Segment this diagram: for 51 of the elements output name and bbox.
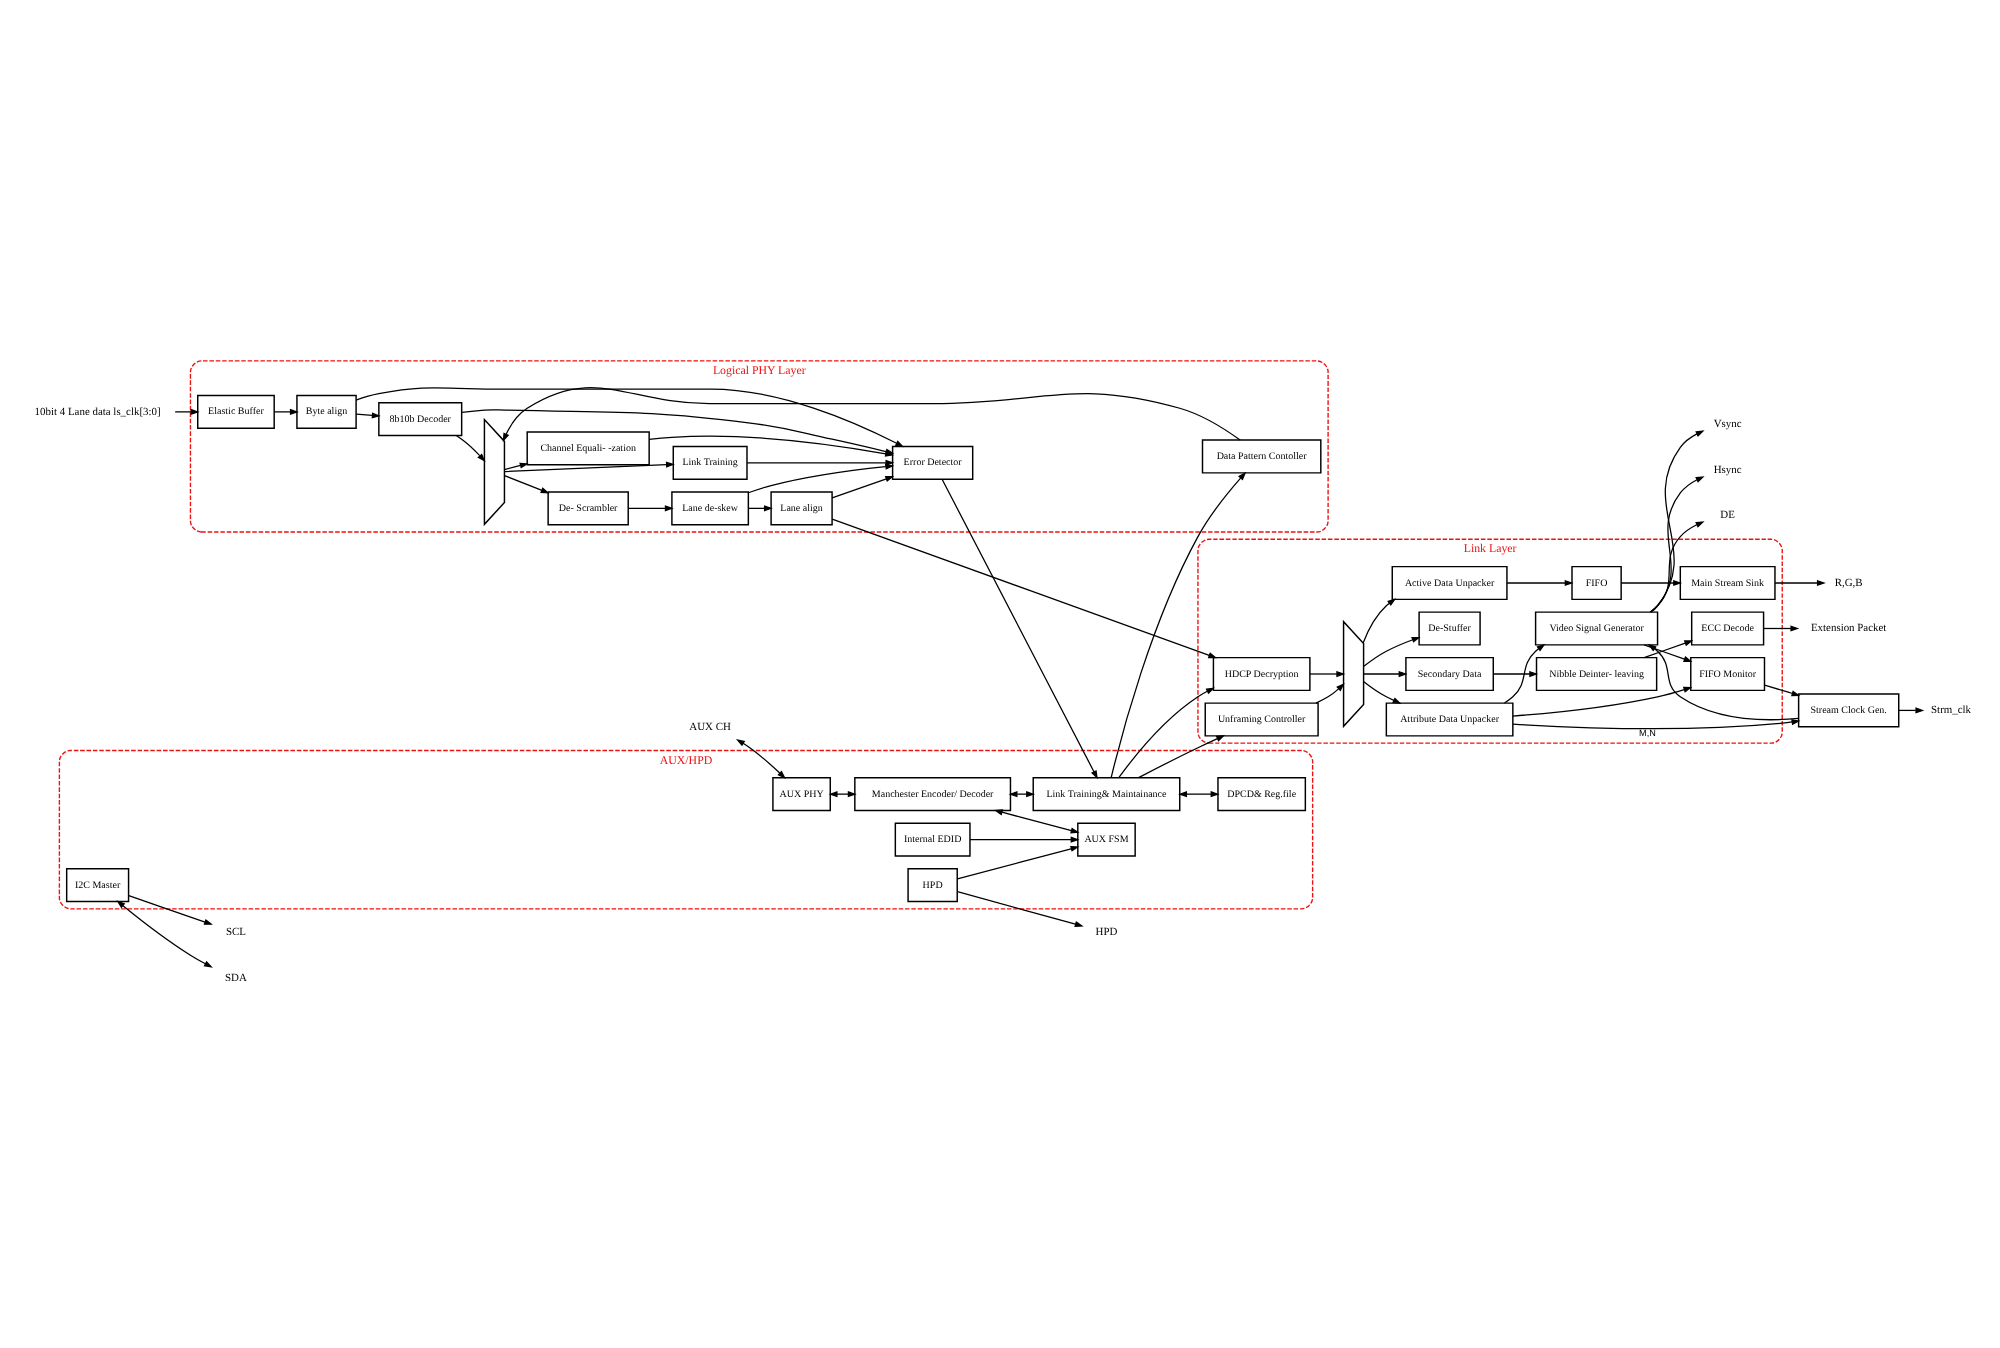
arrow: [1008, 791, 1036, 798]
arrow: [1309, 670, 1346, 678]
arrow: [502, 387, 1241, 442]
arrow: [1650, 430, 1705, 613]
arrow: [828, 791, 857, 798]
arrow: [1650, 476, 1705, 613]
arrow: [1138, 735, 1226, 779]
arrow: [1118, 687, 1215, 779]
arrow: [355, 412, 381, 419]
arrow: [1363, 670, 1408, 678]
node-trapezoid: [483, 417, 506, 527]
arrow: [747, 463, 895, 494]
arrow: [503, 474, 550, 494]
node-trapezoid: [1342, 619, 1365, 729]
arrow: [956, 891, 1084, 928]
arrow: [1763, 625, 1800, 632]
arrow: [1647, 643, 1800, 721]
arrow: [1643, 644, 1693, 662]
arrow: [273, 408, 299, 415]
arrow: [1110, 471, 1247, 779]
arrow: [969, 836, 1080, 843]
arrow: [128, 895, 213, 925]
arrow: [627, 505, 674, 512]
arrow: [1774, 579, 1826, 587]
arrow: [746, 459, 895, 466]
arrow: [503, 462, 529, 471]
arrow: [1506, 579, 1574, 587]
arrow: [1362, 598, 1397, 644]
arrow: [993, 809, 1080, 834]
arrow: [1363, 636, 1421, 667]
arrow: [831, 476, 895, 499]
arrow: [503, 461, 675, 473]
arrow: [1315, 683, 1345, 704]
arrow: [956, 845, 1080, 880]
arrow: [1649, 521, 1705, 613]
arrow: [1503, 643, 1546, 704]
arrow: [174, 408, 200, 415]
arrow: [1643, 640, 1694, 659]
arrow: [116, 900, 213, 968]
arrow: [1178, 791, 1220, 798]
arrow: [1363, 681, 1402, 704]
arrow: [1512, 686, 1693, 717]
arrow: [1512, 718, 1801, 730]
arrow: [455, 435, 486, 463]
arrow: [941, 478, 1098, 780]
arrow: [1620, 579, 1683, 587]
arrow: [1493, 670, 1539, 678]
arrow: [831, 518, 1218, 659]
arrow: [735, 739, 786, 779]
arrow: [1764, 684, 1801, 697]
arrow: [355, 387, 905, 448]
